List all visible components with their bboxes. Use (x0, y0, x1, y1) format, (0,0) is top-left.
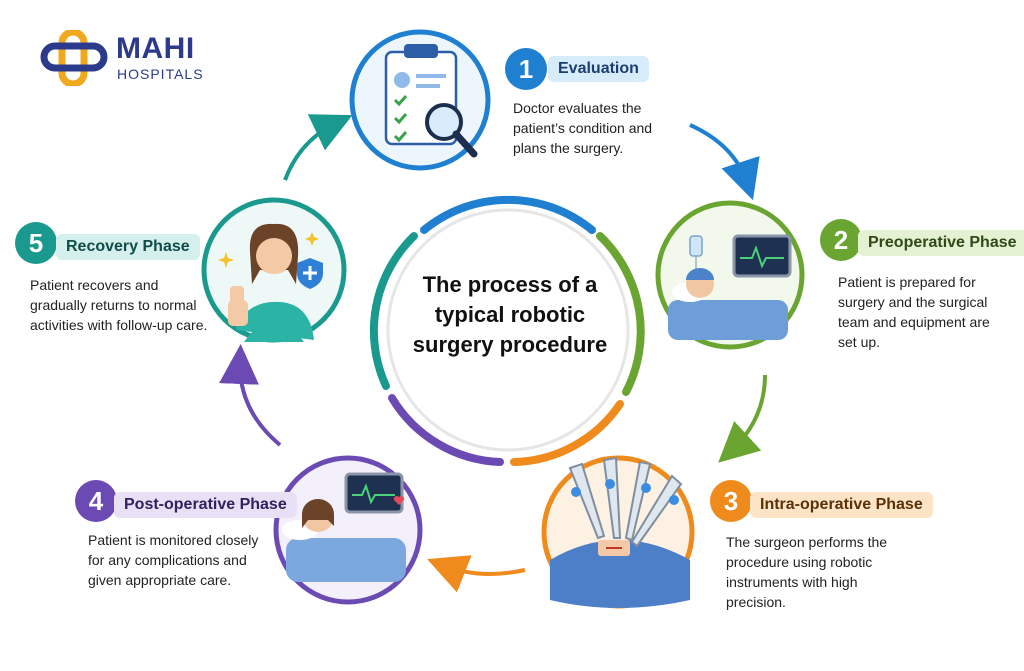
step-2-number-badge: 2 (820, 219, 862, 261)
step-1-title: Evaluation (548, 56, 649, 82)
ring-segment-blue (420, 195, 596, 234)
ring-segment-teal (369, 232, 418, 390)
center-ring (369, 195, 645, 466)
arrow-4-to-5 (219, 344, 282, 447)
step-4-number-badge: 4 (75, 480, 117, 522)
ring-segment-green (596, 232, 645, 396)
step-5-number-badge: 5 (15, 222, 57, 264)
arrow-1-to-2 (689, 123, 760, 201)
patient-monitor-icon (655, 200, 805, 350)
logo-emblem-icon (40, 30, 108, 86)
step-1-number-badge: 1 (505, 48, 547, 90)
thumbs-up-patient-icon (201, 197, 347, 343)
brand-name: MAHI (116, 32, 195, 65)
mahi-hospitals-logo: MAHI HOSPITALS (40, 30, 210, 90)
step-2-description: Patient is prepared for surgery and the … (838, 274, 990, 350)
step-5-description: Patient recovers and gradually returns t… (30, 277, 208, 333)
step-4-description: Patient is monitored closely for any com… (88, 532, 259, 588)
ring-segment-orange (510, 400, 624, 466)
step-3-number-badge: 3 (710, 480, 752, 522)
step-4-title: Post-operative Phase (114, 492, 297, 518)
diagram-title: The process of a typical robotic surgery… (412, 272, 608, 357)
step-2-title: Preoperative Phase (858, 230, 1024, 256)
ring-segment-purple (388, 394, 504, 466)
clipboard-magnifier-icon (349, 29, 491, 171)
robotic-arms-icon (541, 455, 695, 609)
step-3-description: The surgeon performs the procedure using… (726, 534, 888, 610)
step-3-title: Intra-operative Phase (750, 492, 933, 518)
step-1-description: Doctor evaluates the patient’s condition… (513, 100, 653, 156)
arrow-3-to-4 (427, 555, 526, 593)
step-5-title: Recovery Phase (56, 234, 200, 260)
arrow-2-to-3 (718, 374, 767, 463)
arrow-5-to-1 (283, 114, 353, 181)
recovery-bed-icon (273, 455, 423, 605)
brand-subtitle: HOSPITALS (117, 66, 204, 82)
